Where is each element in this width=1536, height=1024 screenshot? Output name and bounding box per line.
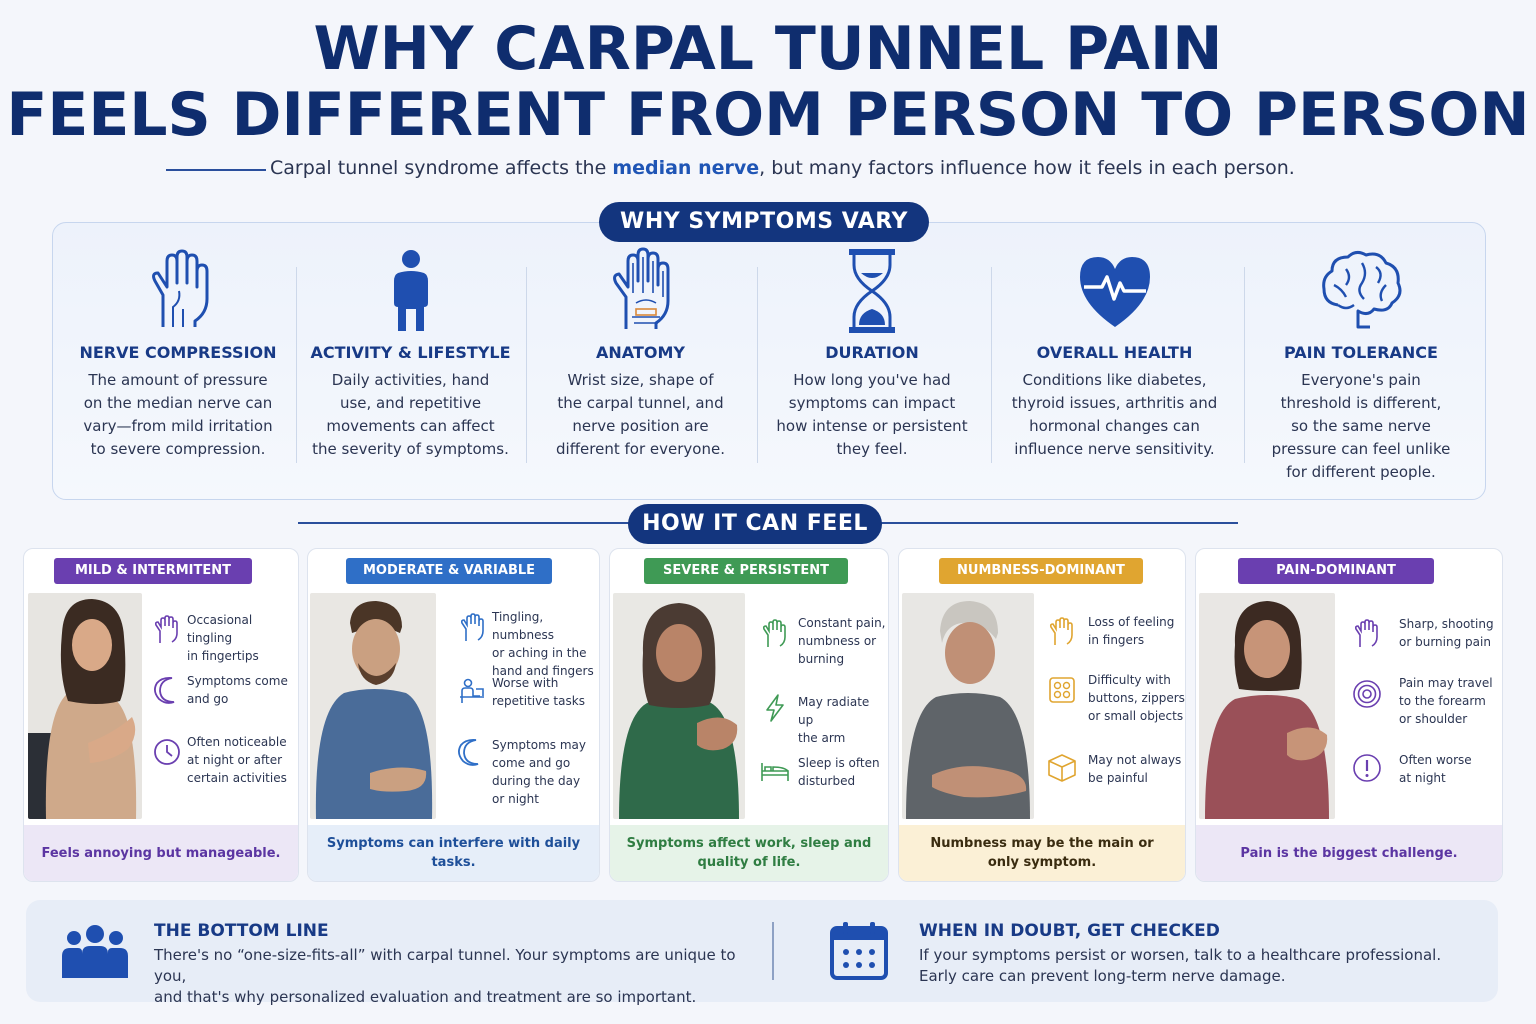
get-checked-title: WHEN IN DOUBT, GET CHECKED xyxy=(919,921,1220,941)
person-photo xyxy=(902,593,1034,819)
person-photo xyxy=(310,593,436,819)
card-footer: Feels annoying but manageable. xyxy=(24,825,298,881)
hand-pain-icon xyxy=(762,619,786,647)
vary-item-activity-lifestyle: ACTIVITY & LIFESTYLE Daily activities, h… xyxy=(298,223,523,499)
subtitle-row: Carpal tunnel syndrome affects the media… xyxy=(0,154,1536,184)
vary-item-text: Conditions like diabetes,thyroid issues,… xyxy=(1011,371,1218,458)
section-heading-why-symptoms-vary: WHY SYMPTOMS VARY xyxy=(599,202,929,242)
heart-pulse-icon xyxy=(1079,257,1150,327)
hand-anatomy-icon xyxy=(612,247,669,329)
buttons-icon xyxy=(1049,677,1075,703)
target-icon xyxy=(1353,680,1381,708)
bottom-line-title: THE BOTTOM LINE xyxy=(154,921,329,941)
person-icon xyxy=(393,250,428,331)
card-tag: MODERATE & VARIABLE xyxy=(346,558,552,584)
group-icon xyxy=(62,925,128,978)
card-tag: MILD & INTERMITENT xyxy=(54,558,252,584)
page-title-line-2: FEELS DIFFERENT FROM PERSON TO PERSON xyxy=(6,80,1530,150)
card-footer: Numbness may be the main or only symptom… xyxy=(899,825,1185,881)
card-footer: Symptoms can interfere with daily tasks. xyxy=(308,825,599,881)
hourglass-icon xyxy=(849,249,895,333)
alert-icon xyxy=(1353,754,1381,782)
person-photo xyxy=(28,593,142,819)
hand-sharp-icon xyxy=(1354,619,1378,647)
vary-item-title: DURATION xyxy=(825,343,919,362)
hand-numb-icon xyxy=(1049,617,1073,645)
clock-icon xyxy=(154,739,180,765)
subtitle-emphasis: median nerve xyxy=(612,157,760,179)
vary-item-title: PAIN TOLERANCE xyxy=(1284,343,1438,362)
vary-item-title: OVERALL HEALTH xyxy=(1036,343,1193,362)
vary-divider xyxy=(1244,267,1245,463)
vary-item-title: NERVE COMPRESSION xyxy=(79,343,277,362)
section-heading-how-it-can-feel: HOW IT CAN FEEL xyxy=(628,504,882,544)
subtitle-rule-left xyxy=(166,169,266,171)
person-photo xyxy=(613,593,745,819)
vary-divider xyxy=(991,267,992,463)
symptoms-vary-panel: NERVE COMPRESSION The amount of pressure… xyxy=(52,222,1486,500)
vary-divider xyxy=(757,267,758,463)
lightning-icon xyxy=(766,694,784,722)
bottom-line-text: There's no “one-size-fits-all” with carp… xyxy=(154,946,736,1006)
bed-icon xyxy=(761,763,789,781)
card-footer: Symptoms affect work, sleep and quality … xyxy=(610,825,888,881)
card-tag: PAIN-DOMINANT xyxy=(1238,558,1434,584)
calendar-icon xyxy=(830,922,888,980)
feel-card-severe: SEVERE & PERSISTENT Constant pain,numbne… xyxy=(609,548,889,882)
hand-nerve-icon xyxy=(152,249,209,327)
vary-divider xyxy=(296,267,297,463)
vary-item-title: ACTIVITY & LIFESTYLE xyxy=(310,343,511,362)
hand-tingle-icon xyxy=(154,615,178,643)
card-footer: Pain is the biggest challenge. xyxy=(1196,825,1502,881)
vary-item-nerve-compression: NERVE COMPRESSION The amount of pressure… xyxy=(63,223,293,499)
page-title-line-1: WHY CARPAL TUNNEL PAIN xyxy=(313,14,1223,84)
bottom-divider xyxy=(772,922,774,980)
moon-icon xyxy=(458,738,479,766)
subtitle: Carpal tunnel syndrome affects the media… xyxy=(270,157,1295,179)
card-tag: SEVERE & PERSISTENT xyxy=(644,558,848,584)
box-icon xyxy=(1048,754,1076,782)
moon-icon xyxy=(154,676,175,704)
hand-tingle-icon xyxy=(460,613,484,641)
vary-item-overall-health: OVERALL HEALTH Conditions like diabetes,… xyxy=(993,223,1236,499)
brain-icon xyxy=(1322,250,1402,329)
person-photo xyxy=(1199,593,1335,819)
bottom-panel: THE BOTTOM LINE There's no “one-size-fit… xyxy=(26,900,1498,1006)
desk-worker-icon xyxy=(460,678,484,703)
card-tag: NUMBNESS-DOMINANT xyxy=(939,558,1143,584)
vary-divider xyxy=(526,267,527,463)
get-checked-text: If your symptoms persist or worsen, talk… xyxy=(919,946,1442,985)
vary-item-title: ANATOMY xyxy=(596,343,685,362)
